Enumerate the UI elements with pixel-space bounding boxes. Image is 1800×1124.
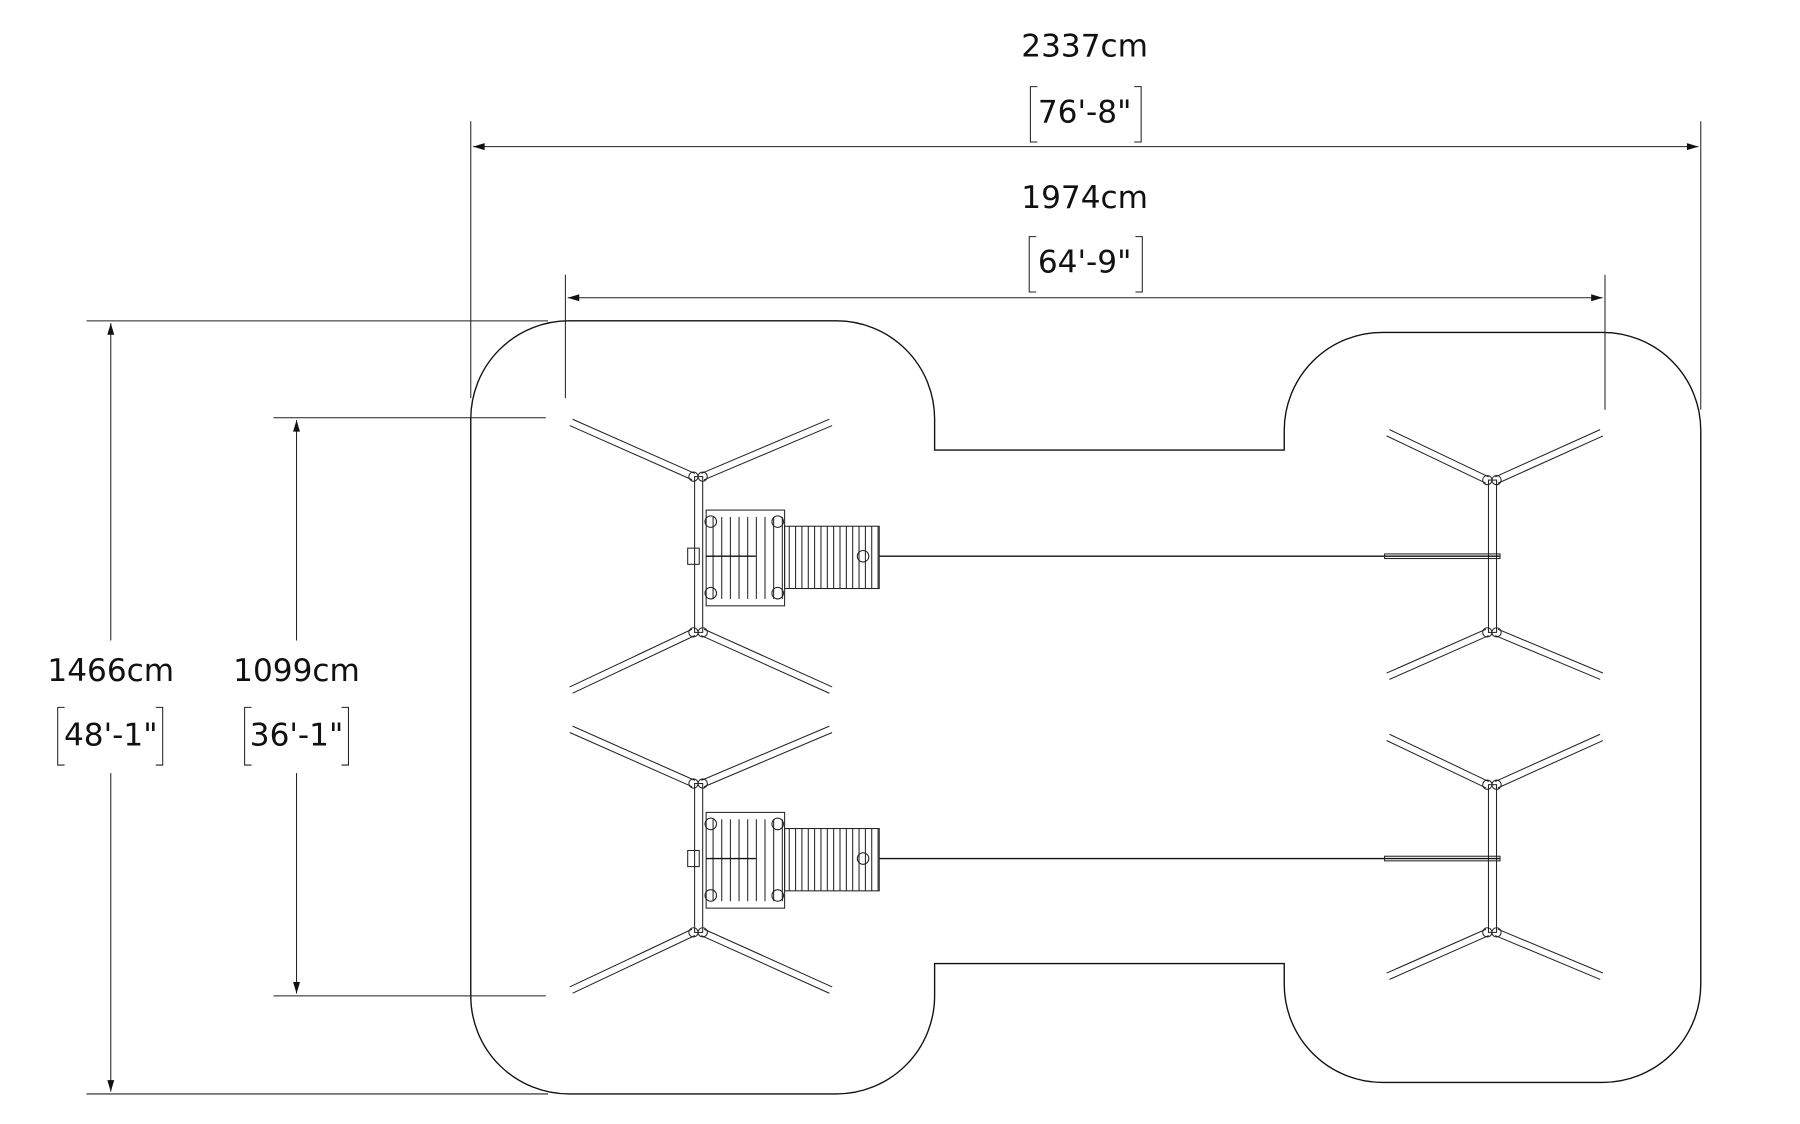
dimension-equipment-depth: 1099cm 36'-1"	[233, 417, 546, 997]
a-frame-leg	[1495, 635, 1601, 680]
a-frame-leg	[1386, 435, 1487, 484]
a-frame	[569, 418, 833, 482]
a-frame-leg	[1386, 928, 1487, 974]
deck-post	[704, 515, 718, 528]
dimension-overall-depth: 1466cm 48'-1"	[47, 320, 549, 1095]
swing-equipment	[569, 418, 1604, 994]
a-frame-leg	[703, 928, 833, 988]
support-post	[694, 476, 704, 633]
a-frame	[569, 725, 833, 789]
trolley-icon	[856, 549, 870, 563]
a-frame-leg	[1386, 628, 1487, 674]
dimension-equipment-width: 1974cm 64'-9"	[564, 180, 1606, 410]
trolley-stop	[687, 547, 700, 565]
end-bumper	[1384, 855, 1501, 862]
equipment-depth-imperial: 36'-1"	[250, 717, 344, 753]
a-frame-leg	[569, 628, 693, 688]
launch-platform	[687, 811, 880, 909]
launch-platform	[687, 509, 880, 607]
steps	[784, 828, 880, 892]
a-frame-leg	[703, 732, 833, 788]
overall-width-metric: 2337cm	[1021, 29, 1148, 65]
a-frame-leg	[1497, 628, 1604, 674]
overall-depth-metric: 1466cm	[47, 653, 174, 689]
a-frame-leg	[572, 935, 696, 994]
a-frame-leg	[572, 418, 696, 474]
a-frame-leg	[701, 418, 830, 474]
safety-zone-outline	[470, 320, 1702, 1095]
a-frame-leg	[569, 425, 693, 481]
deck-post	[771, 515, 784, 528]
trolley-icon	[856, 852, 870, 865]
a-frame-leg	[1497, 928, 1604, 974]
a-frame	[1386, 733, 1604, 790]
a-frame-leg	[1389, 429, 1490, 478]
a-frame-leg	[701, 635, 830, 694]
a-frame-leg	[701, 935, 830, 994]
equipment-width-metric: 1974cm	[1021, 180, 1148, 216]
a-frame	[569, 627, 833, 694]
a-frame-leg	[1389, 935, 1489, 980]
a-frame-leg	[1386, 740, 1487, 789]
a-frame-leg	[572, 725, 696, 781]
a-frame	[569, 927, 833, 994]
deck-post	[771, 817, 784, 831]
equipment-depth-metric: 1099cm	[233, 653, 360, 689]
overall-depth-imperial: 48'-1"	[64, 717, 158, 753]
a-frame-leg	[1497, 435, 1604, 484]
a-frame-leg	[703, 425, 833, 481]
a-frame-leg	[1497, 740, 1604, 789]
deck-post	[771, 586, 784, 600]
a-frame	[1386, 429, 1604, 486]
a-frame-leg	[1495, 935, 1601, 980]
support-post	[694, 783, 704, 933]
end-bumper	[1384, 553, 1501, 560]
deck-post	[771, 889, 784, 902]
a-frame-leg	[572, 635, 696, 694]
a-frame-leg	[1389, 733, 1490, 783]
dimension-overall-width: 2337cm 76'-8"	[470, 29, 1702, 410]
a-frame	[1386, 627, 1604, 680]
steps	[784, 525, 880, 590]
deck-post	[704, 586, 718, 600]
a-frame	[1386, 927, 1604, 980]
a-frame-leg	[569, 731, 693, 788]
equipment-width-imperial: 64'-9"	[1038, 244, 1132, 280]
a-frame-leg	[1494, 733, 1601, 783]
a-frame-leg	[1494, 429, 1601, 478]
trolley-stop	[687, 849, 700, 868]
a-frame-leg	[701, 725, 830, 781]
deck-post	[704, 889, 718, 902]
overall-width-imperial: 76'-8"	[1038, 94, 1132, 130]
a-frame-leg	[569, 928, 693, 988]
a-frame-leg	[1389, 635, 1489, 680]
a-frame-leg	[703, 628, 833, 688]
deck-post	[704, 817, 718, 831]
